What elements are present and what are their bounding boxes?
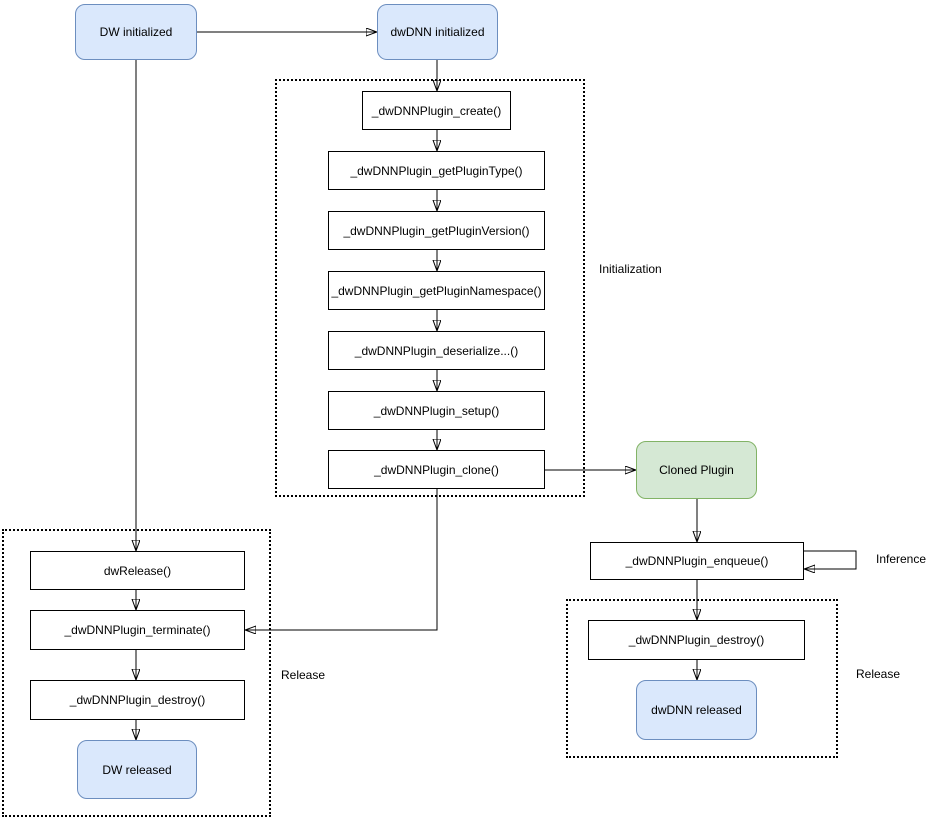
- edge-clone-to-terminate: [245, 489, 438, 630]
- group-release-right: [566, 599, 838, 758]
- node-dw-release: dwRelease(): [30, 551, 245, 590]
- group-release-left: [2, 529, 271, 817]
- group-initialization-label: Initialization: [599, 262, 662, 276]
- node-plugin-terminate: _dwDNNPlugin_terminate(): [30, 610, 245, 650]
- node-plugin-get-plugin-version: _dwDNNPlugin_getPluginVersion(): [328, 211, 545, 250]
- node-plugin-enqueue: _dwDNNPlugin_enqueue(): [590, 542, 804, 580]
- node-plugin-get-plugin-type: _dwDNNPlugin_getPluginType(): [328, 151, 545, 190]
- node-plugin-create: _dwDNNPlugin_create(): [362, 91, 511, 130]
- node-dwdnn-initialized: dwDNN initialized: [377, 4, 498, 60]
- edge-enqueue-self-loop: [804, 550, 857, 569]
- node-plugin-get-plugin-namespace: _dwDNNPlugin_getPluginNamespace(): [328, 271, 545, 310]
- group-release-right-label: Release: [856, 667, 901, 681]
- node-dw-initialized: DW initialized: [75, 4, 197, 60]
- node-plugin-destroy-right: _dwDNNPlugin_destroy(): [588, 620, 805, 660]
- node-dwdnn-released: dwDNN released: [636, 680, 757, 740]
- node-plugin-setup: _dwDNNPlugin_setup(): [328, 391, 545, 430]
- node-plugin-clone: _dwDNNPlugin_clone(): [328, 450, 545, 489]
- node-plugin-destroy-left: _dwDNNPlugin_destroy(): [30, 680, 245, 720]
- group-release-left-label: Release: [281, 668, 326, 682]
- node-dw-released: DW released: [77, 740, 197, 799]
- node-plugin-deserialize: _dwDNNPlugin_deserialize...(): [328, 331, 545, 370]
- node-cloned-plugin: Cloned Plugin: [636, 441, 757, 499]
- inference-label: Inference: [876, 552, 927, 566]
